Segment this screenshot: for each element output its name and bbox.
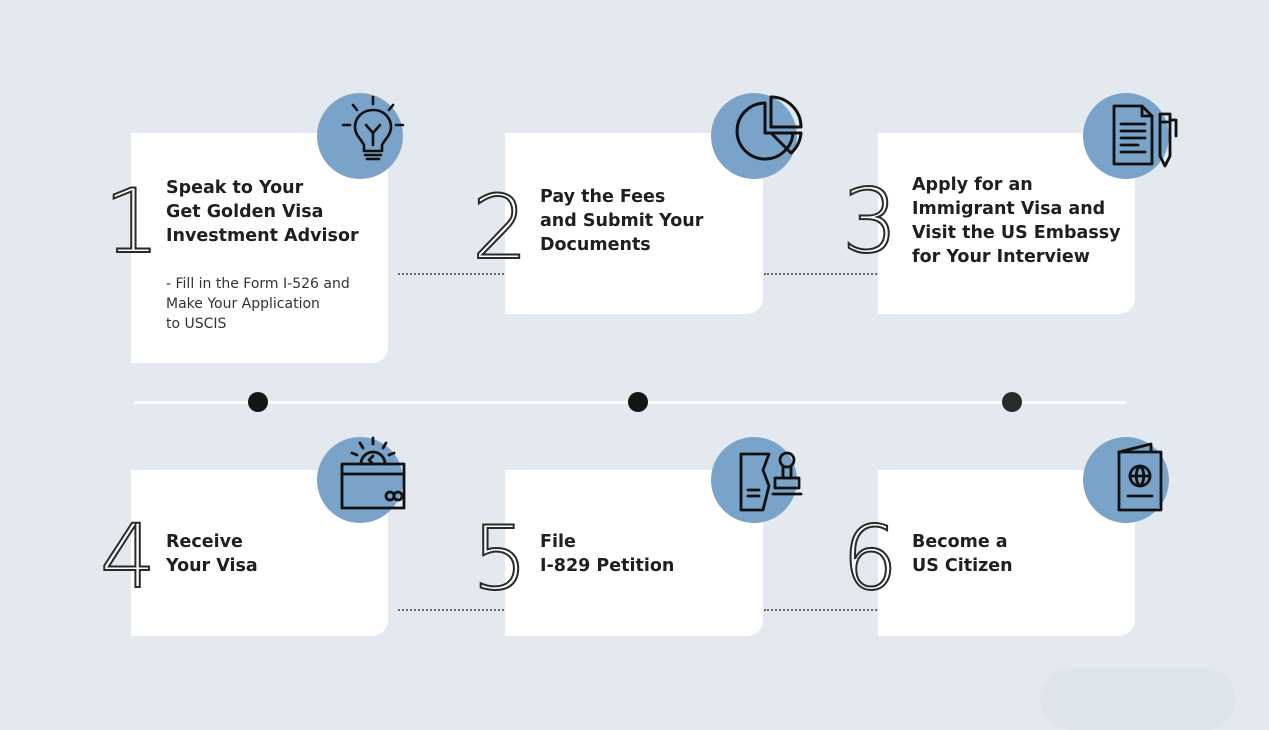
timeline-dot — [248, 392, 268, 412]
step-number: 3 — [841, 170, 899, 273]
step-title: Pay the Fees and Submit Your Documents — [540, 187, 704, 255]
step-title: Apply for an Immigrant Visa and Visit th… — [912, 175, 1121, 267]
timeline-dot — [1002, 392, 1022, 412]
stamp-icon — [739, 451, 803, 512]
step-title: Receive Your Visa — [166, 532, 258, 576]
lightbulb-icon — [341, 95, 405, 161]
watermark-badge — [1040, 668, 1236, 730]
dotted-connector — [398, 273, 504, 275]
step-description: - Fill in the Form I-526 and Make Your A… — [166, 276, 350, 332]
step-number: 2 — [471, 176, 529, 279]
dotted-connector — [764, 609, 877, 611]
passport-icon — [1117, 442, 1163, 512]
step-number: 1 — [103, 170, 161, 273]
step-title: Speak to Your Get Golden Visa Investment… — [166, 178, 359, 246]
document-pen-icon — [1112, 104, 1178, 168]
pie-chart-icon — [735, 95, 803, 161]
step-number: 6 — [841, 507, 899, 610]
step-number: 5 — [471, 507, 529, 610]
step-number: 4 — [99, 505, 157, 608]
timeline-dot — [628, 392, 648, 412]
step-title: File I-829 Petition — [540, 532, 675, 576]
step-title: Become a US Citizen — [912, 532, 1013, 576]
card-clock-icon — [340, 436, 406, 510]
dotted-connector — [764, 273, 877, 275]
dotted-connector — [398, 609, 504, 611]
